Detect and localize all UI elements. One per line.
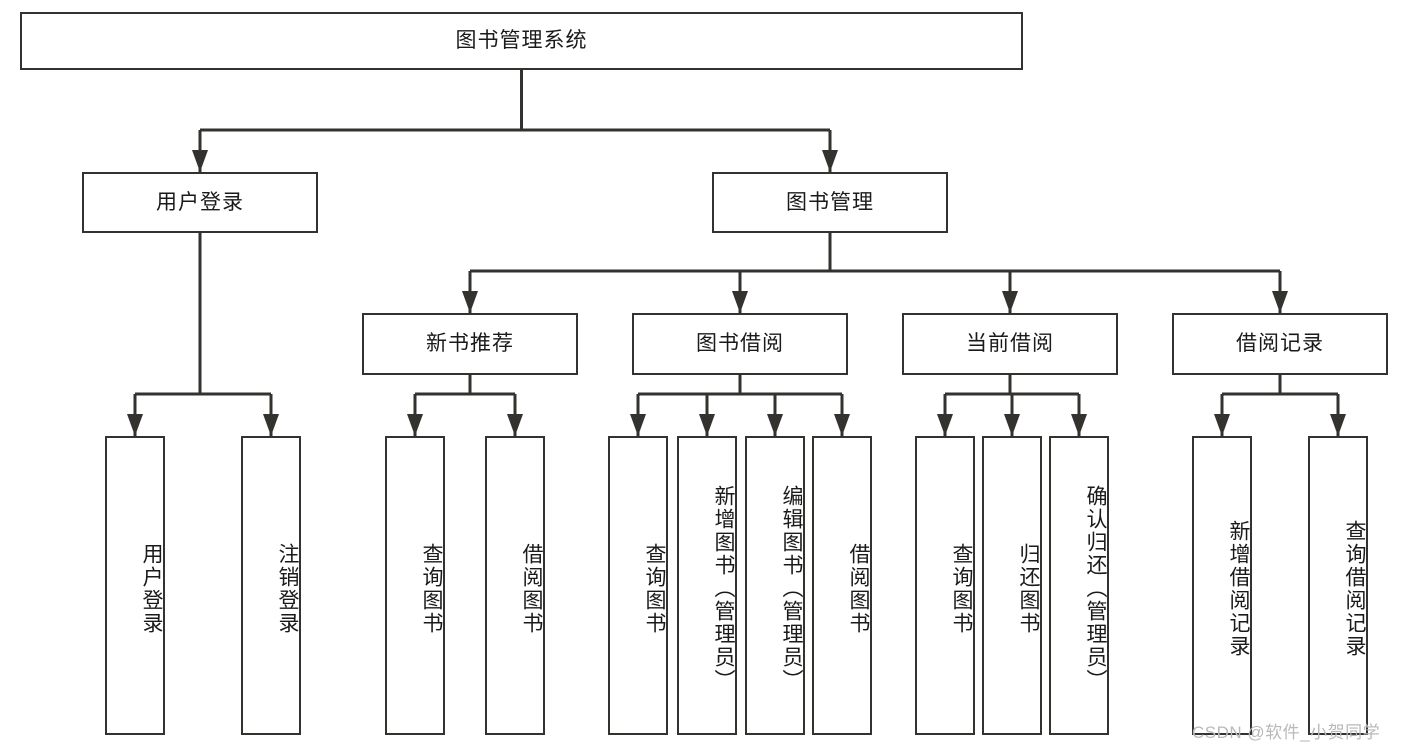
node-new-book-rec[interactable]: 新书推荐 (362, 313, 578, 375)
edge-arrowhead (1071, 414, 1087, 436)
node-book-manage[interactable]: 图书管理 (712, 172, 948, 233)
edge-arrowhead (732, 291, 748, 313)
node-label: 确认归还（管理员） (1084, 485, 1107, 692)
node-label: 用户登录 (156, 190, 244, 214)
node-leaf-query-book-cur[interactable]: 查询图书 (915, 436, 975, 735)
node-label: 用户登录 (140, 542, 163, 635)
edge-arrowhead (1002, 291, 1018, 313)
node-leaf-edit-book[interactable]: 编辑图书（管理员） (745, 436, 805, 735)
node-leaf-add-record[interactable]: 新增借阅记录 (1192, 436, 1252, 735)
node-leaf-query-record[interactable]: 查询借阅记录 (1308, 436, 1368, 735)
edge-arrowhead (822, 150, 838, 172)
node-leaf-user-login[interactable]: 用户登录 (105, 436, 165, 735)
node-label: 归还图书 (1017, 542, 1040, 635)
edge-arrowhead (937, 414, 953, 436)
edge-arrowhead (407, 414, 423, 436)
node-borrow-record[interactable]: 借阅记录 (1172, 313, 1388, 375)
node-label: 当前借阅 (966, 332, 1054, 356)
node-label: 新增图书（管理员） (712, 485, 735, 692)
node-label: 图书管理 (786, 190, 874, 214)
edge-arrowhead (507, 414, 523, 436)
edge-arrowhead (1004, 414, 1020, 436)
node-leaf-borrow-book[interactable]: 借阅图书 (812, 436, 872, 735)
node-label: 图书借阅 (696, 332, 784, 356)
node-leaf-confirm-return[interactable]: 确认归还（管理员） (1049, 436, 1109, 735)
node-leaf-logout[interactable]: 注销登录 (241, 436, 301, 735)
node-leaf-query-book-rec[interactable]: 查询图书 (385, 436, 445, 735)
node-label: 查询图书 (420, 542, 443, 635)
node-label: 编辑图书（管理员） (780, 485, 803, 692)
edge-arrowhead (767, 414, 783, 436)
edge-arrowhead (1214, 414, 1230, 436)
node-leaf-add-book[interactable]: 新增图书（管理员） (677, 436, 737, 735)
node-label: 借阅记录 (1236, 332, 1324, 356)
node-label: 新增借阅记录 (1227, 519, 1250, 658)
edge-arrowhead (263, 414, 279, 436)
edge-arrowhead (630, 414, 646, 436)
node-label: 查询图书 (950, 542, 973, 635)
edge-arrowhead (834, 414, 850, 436)
node-label: 新书推荐 (426, 332, 514, 356)
node-label: 图书管理系统 (455, 29, 588, 53)
node-leaf-borrow-book-rec[interactable]: 借阅图书 (485, 436, 545, 735)
node-label: 借阅图书 (847, 542, 870, 635)
edge-arrowhead (699, 414, 715, 436)
node-leaf-query-book[interactable]: 查询图书 (608, 436, 668, 735)
node-label: 查询借阅记录 (1343, 519, 1366, 658)
edge-arrowhead (127, 414, 143, 436)
node-label: 查询图书 (643, 542, 666, 635)
node-label: 注销登录 (276, 542, 299, 635)
edge-arrowhead (1272, 291, 1288, 313)
node-root[interactable]: 图书管理系统 (20, 12, 1023, 70)
node-label: 借阅图书 (520, 542, 543, 635)
node-leaf-return-book[interactable]: 归还图书 (982, 436, 1042, 735)
edge-arrowhead (1330, 414, 1346, 436)
edge-arrowhead (462, 291, 478, 313)
node-current-borrow[interactable]: 当前借阅 (902, 313, 1118, 375)
edge-arrowhead (192, 150, 208, 172)
node-user-login[interactable]: 用户登录 (82, 172, 318, 233)
node-book-borrow[interactable]: 图书借阅 (632, 313, 848, 375)
